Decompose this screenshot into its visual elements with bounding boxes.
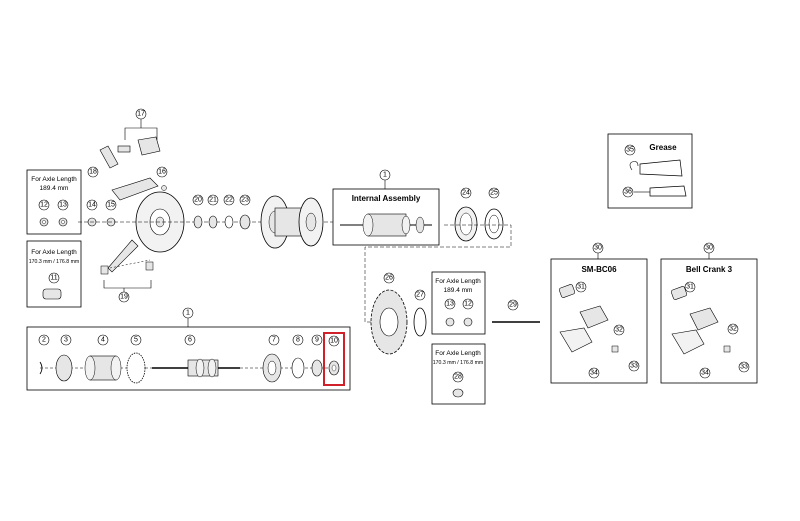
part-callout-26[interactable]: 26: [385, 275, 393, 282]
internal-mechanism-icon: [367, 213, 407, 237]
part-callout-25[interactable]: 25: [490, 190, 498, 197]
cone-nut-icon: [311, 359, 323, 377]
small-parts-20-23: 20 21 22 23: [192, 194, 251, 230]
sleeve-icon: [42, 288, 62, 300]
grease-tube-icon: [639, 159, 683, 177]
axle-length-box-170-middle: For Axle Length 170.3 mm / 176.8 mm 28: [431, 343, 486, 405]
part-callout-28[interactable]: 28: [454, 374, 462, 381]
bearing-ring-icon: [291, 357, 305, 379]
part-callout-10[interactable]: 10: [330, 338, 338, 345]
part-callout-23[interactable]: 23: [241, 197, 249, 204]
part-callout-12[interactable]: 12: [464, 301, 472, 308]
part-callout-13[interactable]: 13: [59, 202, 67, 209]
part-callout-30[interactable]: 30: [594, 245, 602, 252]
part-callout-29[interactable]: 29: [509, 302, 517, 309]
part-callout-35[interactable]: 35: [626, 147, 634, 154]
grease-syringe-icon: [649, 185, 687, 197]
sm-bc06-box: SM-BC06 31 32 33 34: [550, 258, 648, 384]
axle-length-label: For Axle Length: [435, 350, 481, 357]
part-callout-8[interactable]: 8: [296, 337, 300, 344]
part-callout-32[interactable]: 32: [615, 327, 623, 334]
brake-arm-assembly: 17 18 16 19: [87, 108, 185, 303]
part-callout-36[interactable]: 36: [624, 189, 632, 196]
grease-label: Grease: [649, 143, 677, 152]
sm-bc06-label: SM-BC06: [581, 265, 617, 274]
part-callout-34[interactable]: 34: [590, 370, 598, 377]
part-callout-22[interactable]: 22: [225, 197, 233, 204]
bell-crank-cover-icon: [559, 327, 593, 353]
part-callout-4[interactable]: 4: [101, 337, 105, 344]
part-callout-33[interactable]: 33: [630, 363, 638, 370]
brake-arm-icon: [111, 177, 159, 201]
screw-icon: [99, 145, 119, 169]
snap-ring-icon: [413, 307, 427, 337]
grease-box: Grease 35 36: [607, 133, 693, 209]
part-callout-21[interactable]: 21: [209, 197, 217, 204]
part-callout-6[interactable]: 6: [188, 337, 192, 344]
bearing-icon: [239, 214, 251, 230]
bell-crank-3-box: Bell Crank 3 31 32 33 34: [660, 258, 758, 384]
part-callout-27[interactable]: 27: [416, 292, 424, 299]
axle-length-box-170-left: For Axle Length 170.3 mm / 176.8 mm 11: [26, 240, 82, 308]
part-callout-9[interactable]: 9: [315, 337, 319, 344]
part-callout-1[interactable]: 1: [383, 172, 387, 179]
highlight-part-10[interactable]: [323, 332, 345, 386]
part-callout-17[interactable]: 17: [137, 111, 145, 118]
bell-crank-body-icon: [579, 305, 609, 329]
ball-retainer-icon: [126, 352, 146, 384]
hub-shell: [260, 195, 324, 249]
internal-assembly-label: Internal Assembly: [352, 194, 421, 203]
part-callout-14[interactable]: 14: [88, 202, 96, 209]
part-callout-12[interactable]: 12: [40, 202, 48, 209]
axle-length-box-189-left: For Axle Length 189.4 mm 12 13: [26, 169, 82, 235]
axle-length-value: 189.4 mm: [40, 185, 69, 192]
axle-length-label: For Axle Length: [31, 176, 77, 183]
bell-crank-3-label: Bell Crank 3: [686, 265, 733, 274]
pawl-carrier-icon: [55, 354, 73, 382]
axle-length-label: For Axle Length: [435, 278, 481, 285]
part-callout-20[interactable]: 20: [194, 197, 202, 204]
nut-icon: [445, 317, 455, 327]
internal-assembly-box: Internal Assembly: [332, 188, 440, 246]
part-callout-34[interactable]: 34: [701, 370, 709, 377]
lock-nut-icon: [452, 388, 464, 398]
part-callout-16[interactable]: 16: [158, 169, 166, 176]
part-callout-15[interactable]: 15: [107, 202, 115, 209]
part-callout-31[interactable]: 31: [686, 284, 694, 291]
axle-length-label: For Axle Length: [31, 249, 77, 256]
part-callout-30[interactable]: 30: [705, 245, 713, 252]
axle-length-value: 189.4 mm: [444, 287, 473, 294]
part-callout-32[interactable]: 32: [729, 326, 737, 333]
part-callout-19[interactable]: 19: [120, 294, 128, 301]
part-callout-7[interactable]: 7: [272, 337, 276, 344]
axle-length-box-189-middle: For Axle Length 189.4 mm 13 12: [431, 271, 486, 335]
part-callout-18[interactable]: 18: [89, 169, 97, 176]
ring-icon: [224, 215, 234, 229]
axle-length-value: 170.3 mm / 176.8 mm: [433, 360, 483, 366]
bell-crank-cover-icon: [671, 329, 705, 355]
part-callout-33[interactable]: 33: [740, 364, 748, 371]
part-callout-1[interactable]: 1: [186, 310, 190, 317]
clip-icon: [39, 361, 43, 375]
reaction-arm-icon: [107, 239, 139, 273]
part-callout-11[interactable]: 11: [50, 275, 57, 282]
bolt-icon: [117, 145, 131, 153]
axle-length-value: 170.3 mm / 176.8 mm: [29, 259, 79, 265]
clamp-icon: [137, 136, 161, 156]
part-callout-24[interactable]: 24: [462, 190, 470, 197]
cone-icon: [193, 215, 203, 229]
part-callout-31[interactable]: 31: [577, 284, 585, 291]
washer-icon: [208, 215, 218, 229]
bell-crank-body-icon: [689, 307, 719, 331]
part-callout-13[interactable]: 13: [446, 301, 454, 308]
part-callout-5[interactable]: 5: [134, 337, 138, 344]
internal-parts-row-box: 2 3 4 5 6 7 8 9 10: [26, 326, 351, 391]
part-callout-2[interactable]: 2: [42, 337, 46, 344]
part-callout-3[interactable]: 3: [64, 337, 68, 344]
nut-icon: [463, 317, 473, 327]
